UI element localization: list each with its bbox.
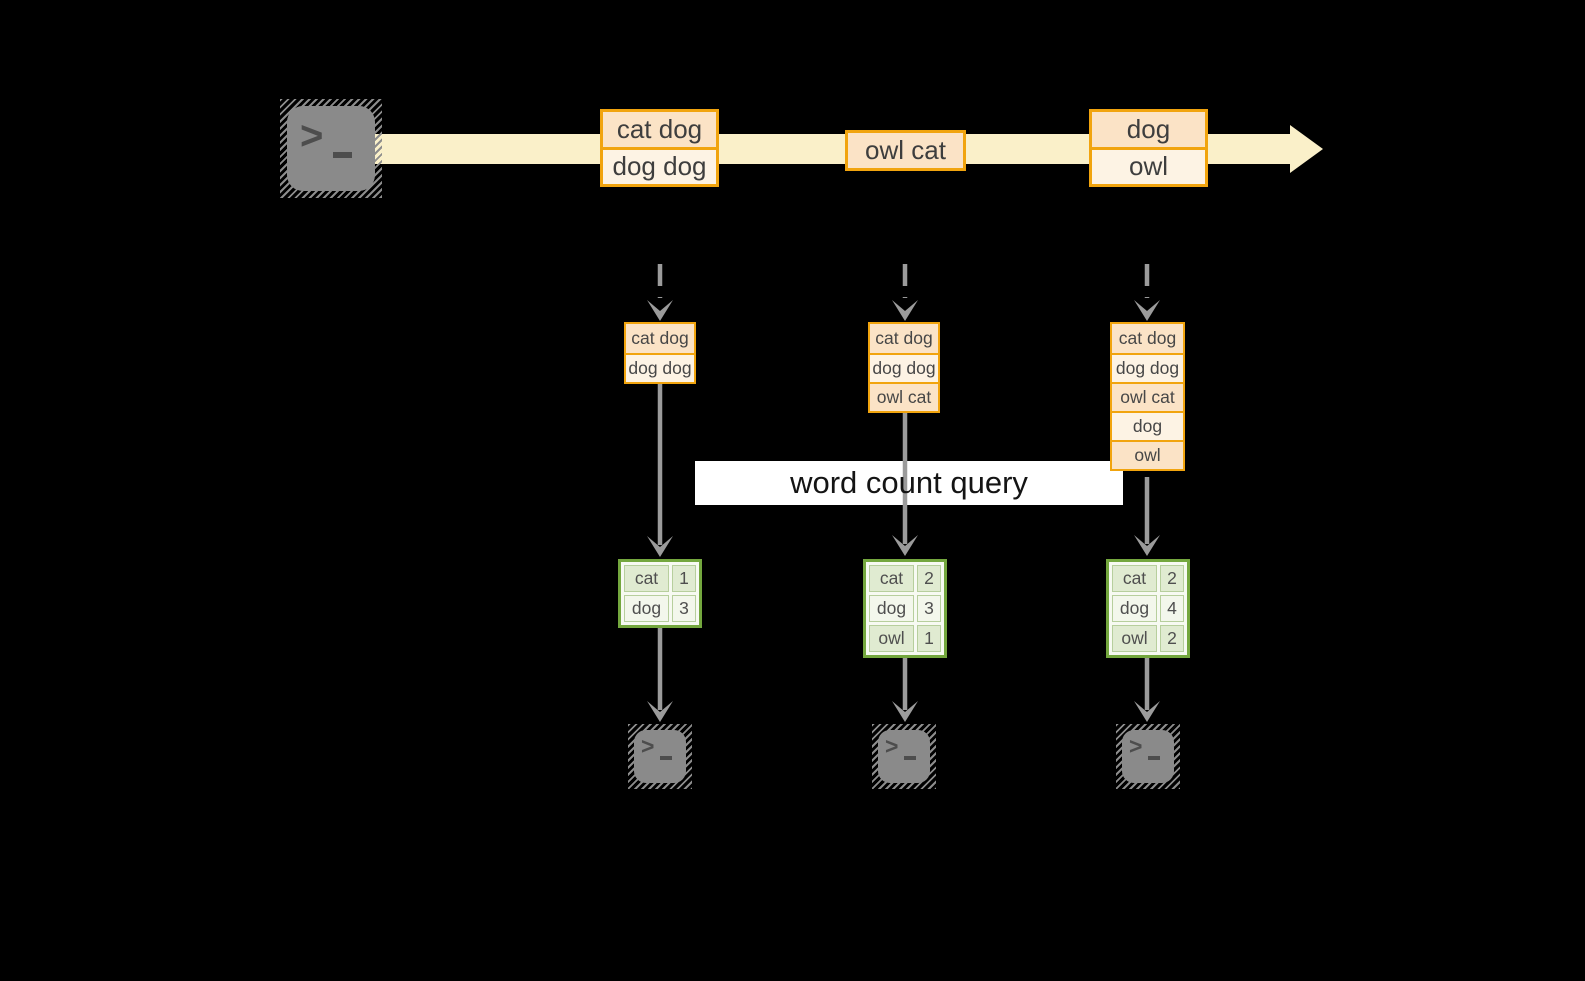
state-line: dog (1112, 411, 1183, 440)
count-value: 2 (1160, 625, 1184, 652)
terminal-source-icon: > (280, 99, 382, 198)
query-label: word count query (790, 465, 1028, 500)
count-word: cat (624, 565, 669, 592)
count-value: 4 (1160, 595, 1184, 622)
prompt-chevron-icon: > (641, 733, 655, 759)
stream-message-3: dog owl (1089, 109, 1208, 187)
count-value: 3 (917, 595, 941, 622)
arrowhead-icon (892, 535, 918, 556)
arrowhead-icon (1134, 300, 1160, 321)
arrowhead-icon (647, 300, 673, 321)
count-row: dog 3 (624, 595, 696, 622)
terminal-screen: > (1122, 730, 1174, 783)
terminal-sink-icon-2: > (872, 724, 936, 789)
count-value: 1 (917, 625, 941, 652)
prompt-chevron-icon: > (1129, 733, 1143, 759)
count-row: cat 2 (1112, 565, 1184, 592)
stream-message-line: owl cat (848, 133, 963, 168)
stream-message-line: cat dog (603, 112, 716, 147)
state-line: cat dog (1112, 324, 1183, 353)
count-row: owl 2 (1112, 625, 1184, 652)
state-line: cat dog (626, 324, 694, 353)
stream-message-1: cat dog dog dog (600, 109, 719, 187)
stream-band-arrowhead-icon (1290, 125, 1323, 173)
arrowhead-icon (892, 701, 918, 722)
state-stack-3: cat dog dog dog owl cat dog owl (1110, 322, 1185, 471)
terminal-screen: > (878, 730, 930, 783)
count-value: 1 (672, 565, 696, 592)
stream-message-2: owl cat (845, 130, 966, 171)
count-word: owl (869, 625, 914, 652)
stream-message-line: dog (1092, 112, 1205, 147)
prompt-underscore-icon (1148, 756, 1160, 760)
count-value: 3 (672, 595, 696, 622)
stream-message-line: dog dog (603, 146, 716, 184)
count-word: dog (624, 595, 669, 622)
state-line: cat dog (870, 324, 938, 353)
state-line: owl cat (870, 382, 938, 411)
count-word: dog (869, 595, 914, 622)
count-row: dog 3 (869, 595, 941, 622)
arrowhead-icon (647, 536, 673, 557)
query-label-band: word count query (695, 461, 1123, 505)
count-row: cat 2 (869, 565, 941, 592)
count-value: 2 (917, 565, 941, 592)
stream-message-line: owl (1092, 146, 1205, 184)
state-line: dog dog (626, 353, 694, 382)
terminal-screen: > (634, 730, 686, 783)
state-line: owl (1112, 440, 1183, 469)
count-row: dog 4 (1112, 595, 1184, 622)
prompt-chevron-icon: > (885, 733, 899, 759)
count-word: cat (869, 565, 914, 592)
state-stack-2: cat dog dog dog owl cat (868, 322, 940, 413)
terminal-sink-icon-1: > (628, 724, 692, 789)
count-word: owl (1112, 625, 1157, 652)
state-line: dog dog (870, 353, 938, 382)
state-line: owl cat (1112, 382, 1183, 411)
count-word: cat (1112, 565, 1157, 592)
count-value: 2 (1160, 565, 1184, 592)
terminal-sink-icon-3: > (1116, 724, 1180, 789)
state-stack-1: cat dog dog dog (624, 322, 696, 384)
arrowhead-icon (647, 701, 673, 722)
prompt-underscore-icon (660, 756, 672, 760)
prompt-chevron-icon: > (300, 114, 324, 158)
arrowhead-icon (892, 300, 918, 321)
prompt-underscore-icon (904, 756, 916, 760)
count-row: cat 1 (624, 565, 696, 592)
state-line: dog dog (1112, 353, 1183, 382)
prompt-underscore-icon (333, 152, 352, 158)
count-word: dog (1112, 595, 1157, 622)
count-table-1: cat 1 dog 3 (618, 559, 702, 628)
arrowhead-icon (1134, 535, 1160, 556)
count-table-3: cat 2 dog 4 owl 2 (1106, 559, 1190, 658)
arrowhead-icon (1134, 701, 1160, 722)
count-table-2: cat 2 dog 3 owl 1 (863, 559, 947, 658)
terminal-screen: > (287, 106, 375, 191)
count-row: owl 1 (869, 625, 941, 652)
